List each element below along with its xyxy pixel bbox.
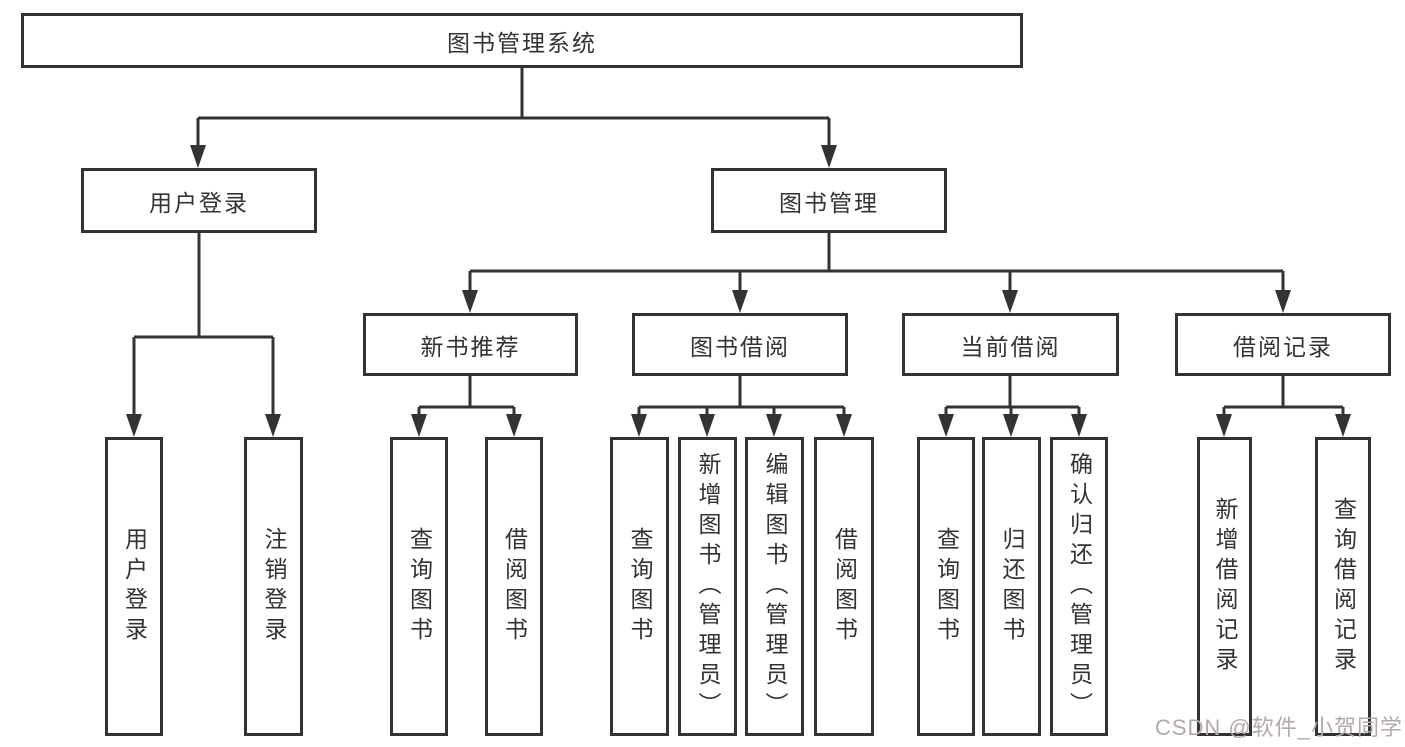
arrowheads-new-book-leaves	[411, 414, 522, 437]
arrowheads-borrow-record-leaves	[1216, 414, 1351, 437]
watermark: CSDN @软件_小贺同学	[1154, 715, 1403, 740]
leaf-query-books-1-label: 查询图书	[406, 526, 433, 647]
connector-new-book-to-leaves	[417, 376, 516, 416]
leaf-user-login-label: 用户登录	[121, 526, 148, 647]
leaf-query-books-3-label: 查询图书	[933, 526, 960, 647]
connector-book-borrow-to-leaves	[637, 376, 846, 416]
leaf-logout: 注销登录	[244, 437, 303, 736]
connector-borrow-record-to-leaves	[1222, 376, 1345, 416]
leaf-query-borrow-record-label: 查询借阅记录	[1330, 496, 1357, 677]
leaf-add-books-admin-label: 新增图书（管理员）	[695, 451, 721, 722]
leaf-return-books: 归还图书	[982, 437, 1041, 736]
node-root-label: 图书管理系统	[447, 29, 597, 56]
leaf-confirm-return-admin-label: 确认归还（管理员）	[1066, 451, 1093, 722]
connector-book-mgmt-to-level3	[468, 233, 1285, 292]
leaf-borrow-books-1: 借阅图书	[485, 437, 543, 736]
leaf-query-borrow-record: 查询借阅记录	[1315, 437, 1371, 736]
arrowheads-level2	[190, 145, 837, 168]
leaf-borrow-books-1-label: 借阅图书	[501, 526, 528, 647]
leaf-edit-books-admin-label: 编辑图书（管理员）	[762, 451, 788, 722]
node-new-book-rec-label: 新书推荐	[420, 333, 521, 360]
node-current-borrow-label: 当前借阅	[960, 333, 1061, 360]
leaf-logout-label: 注销登录	[261, 526, 287, 647]
node-user-login-label: 用户登录	[149, 189, 249, 216]
node-book-borrow-label: 图书借阅	[690, 333, 790, 360]
node-user-login: 用户登录	[81, 168, 317, 233]
leaf-query-books-3: 查询图书	[917, 437, 975, 736]
node-book-borrow: 图书借阅	[632, 313, 848, 376]
node-root: 图书管理系统	[21, 13, 1023, 68]
leaf-return-books-label: 归还图书	[999, 526, 1025, 647]
leaf-edit-books-admin: 编辑图书（管理员）	[745, 437, 804, 736]
node-new-book-rec: 新书推荐	[363, 313, 578, 376]
leaf-query-books-2: 查询图书	[610, 437, 669, 736]
leaf-confirm-return-admin: 确认归还（管理员）	[1050, 437, 1108, 736]
leaf-add-borrow-record-label: 新增借阅记录	[1212, 496, 1238, 677]
connector-root-to-level2	[196, 68, 831, 147]
arrowheads-level3	[462, 290, 1291, 313]
connector-current-borrow-to-leaves	[944, 376, 1081, 416]
node-borrow-record-label: 借阅记录	[1233, 333, 1333, 360]
leaf-query-books-2-label: 查询图书	[627, 526, 653, 647]
leaf-user-login: 用户登录	[105, 437, 163, 736]
arrowheads-book-borrow-leaves	[631, 414, 852, 437]
arrowheads-user-login-leaves	[126, 414, 281, 437]
leaf-add-books-admin: 新增图书（管理员）	[678, 437, 737, 736]
arrowheads-current-borrow-leaves	[938, 414, 1087, 437]
node-book-mgmt-label: 图书管理	[779, 189, 879, 216]
leaf-borrow-books-2: 借阅图书	[814, 437, 874, 736]
leaf-query-books-1: 查询图书	[390, 437, 448, 736]
leaf-borrow-books-2-label: 借阅图书	[831, 526, 858, 647]
node-book-mgmt: 图书管理	[711, 168, 947, 233]
leaf-add-borrow-record: 新增借阅记录	[1197, 437, 1252, 736]
node-borrow-record: 借阅记录	[1175, 313, 1391, 376]
node-current-borrow: 当前借阅	[902, 313, 1119, 376]
connector-user-login-to-leaves	[132, 233, 275, 416]
